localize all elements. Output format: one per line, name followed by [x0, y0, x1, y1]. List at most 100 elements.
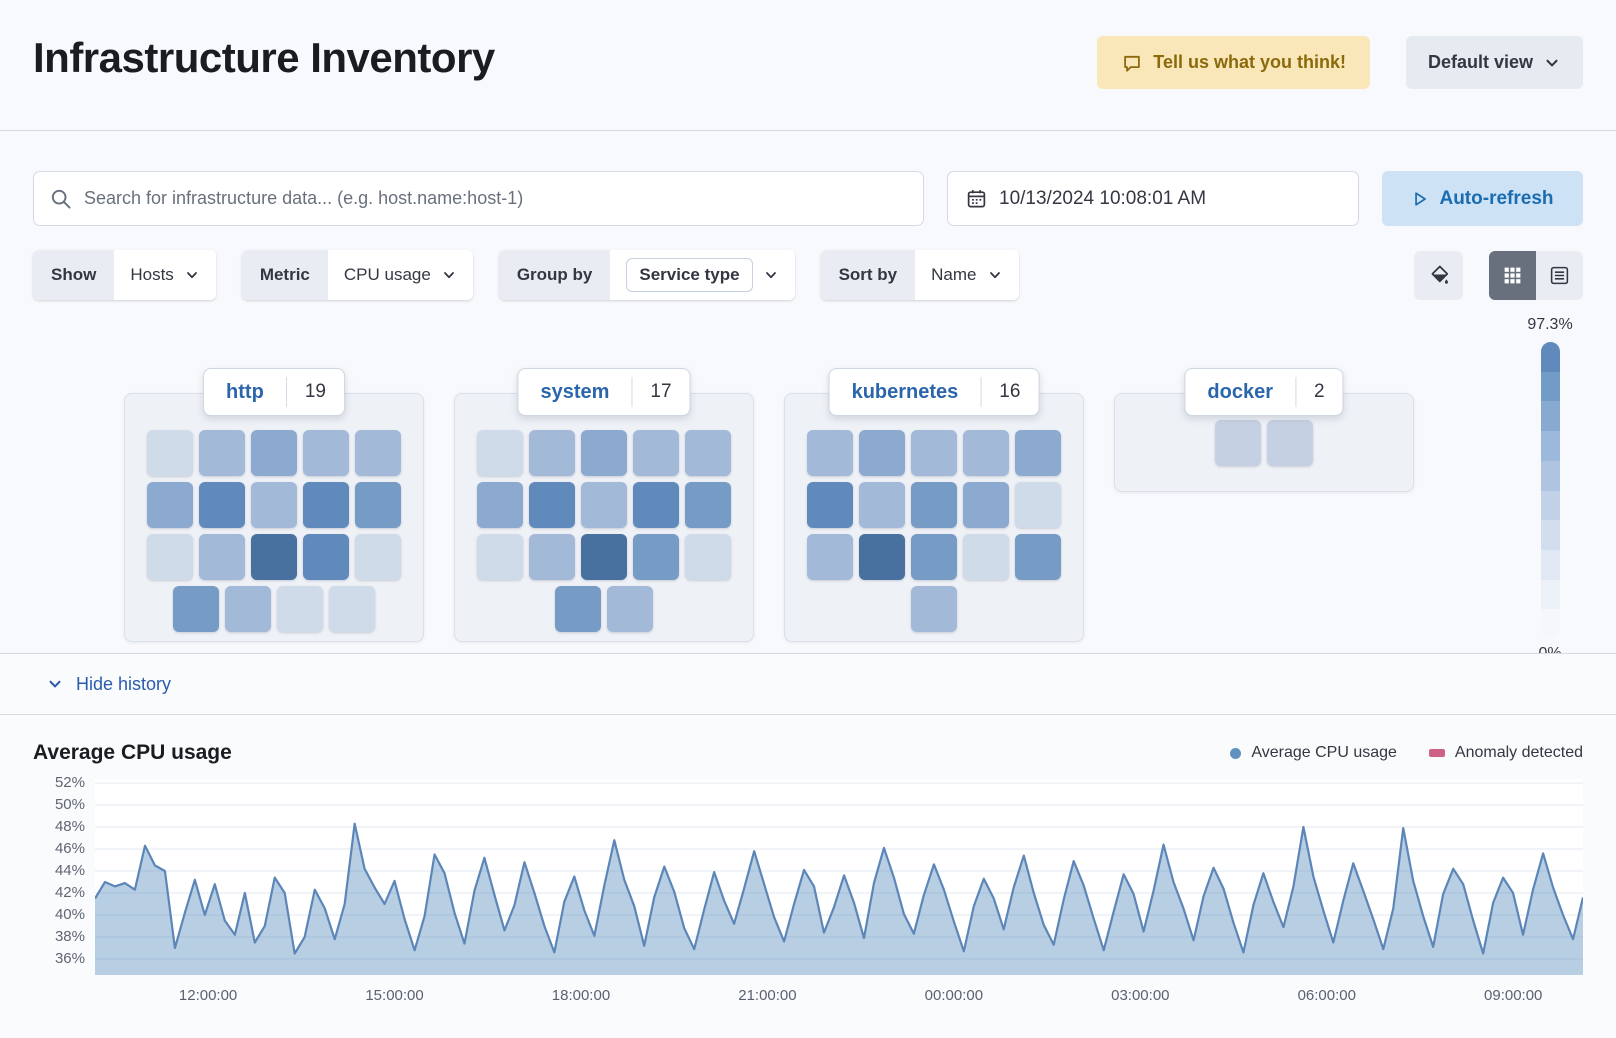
- search-box[interactable]: [33, 171, 924, 226]
- host-cell[interactable]: [199, 482, 245, 528]
- host-cell[interactable]: [807, 482, 853, 528]
- legend-fill-button[interactable]: [1414, 250, 1463, 300]
- host-cell[interactable]: [355, 482, 401, 528]
- host-cell[interactable]: [355, 430, 401, 476]
- host-cell[interactable]: [963, 534, 1009, 580]
- host-cell[interactable]: [555, 586, 601, 632]
- host-cell[interactable]: [963, 482, 1009, 528]
- metric-select[interactable]: CPU usage: [327, 250, 473, 300]
- host-cell[interactable]: [859, 534, 905, 580]
- waffle-row: [785, 430, 1083, 476]
- host-cell[interactable]: [303, 534, 349, 580]
- host-cell[interactable]: [251, 482, 297, 528]
- legend-item[interactable]: Anomaly detected: [1428, 744, 1583, 762]
- play-icon: [1411, 190, 1429, 208]
- x-tick-label: 15:00:00: [365, 987, 424, 1004]
- host-cell[interactable]: [303, 482, 349, 528]
- host-cell[interactable]: [807, 430, 853, 476]
- scale-min-label: 0%: [1520, 645, 1580, 653]
- legend-square-icon: [1428, 749, 1445, 757]
- legend-label: Anomaly detected: [1454, 744, 1583, 761]
- host-cell[interactable]: [963, 430, 1009, 476]
- group-name-link[interactable]: kubernetes: [851, 380, 959, 403]
- badge-divider: [631, 377, 633, 407]
- group-name-link[interactable]: docker: [1207, 380, 1274, 403]
- show-control: Show Hosts: [33, 250, 216, 300]
- auto-refresh-button[interactable]: Auto-refresh: [1382, 171, 1583, 226]
- host-cell[interactable]: [581, 482, 627, 528]
- host-cell[interactable]: [911, 430, 957, 476]
- host-cell[interactable]: [477, 534, 523, 580]
- show-select[interactable]: Hosts: [114, 250, 216, 300]
- host-cell[interactable]: [807, 534, 853, 580]
- group-name-link[interactable]: system: [540, 380, 610, 403]
- host-cell[interactable]: [1015, 482, 1061, 528]
- host-cell[interactable]: [251, 534, 297, 580]
- host-cell[interactable]: [225, 586, 271, 632]
- host-cell[interactable]: [685, 482, 731, 528]
- host-cell[interactable]: [355, 534, 401, 580]
- group-by-select[interactable]: Service type: [610, 250, 795, 300]
- host-cell[interactable]: [859, 430, 905, 476]
- show-label: Show: [33, 250, 115, 300]
- grid-view-button[interactable]: [1489, 250, 1536, 300]
- host-cell[interactable]: [529, 430, 575, 476]
- host-cell[interactable]: [911, 482, 957, 528]
- host-cell[interactable]: [529, 534, 575, 580]
- chart-legend: Average CPU usage Anomaly detected: [1230, 744, 1583, 762]
- hide-history-link[interactable]: Hide history: [46, 674, 171, 695]
- group-name-link[interactable]: http: [226, 380, 264, 403]
- chevron-down-icon: [1543, 54, 1561, 72]
- group-count: 2: [1314, 381, 1325, 402]
- group-by-value: Service type: [626, 258, 753, 292]
- host-cell[interactable]: [1015, 430, 1061, 476]
- legend-item[interactable]: Average CPU usage: [1230, 744, 1397, 762]
- host-cell[interactable]: [147, 534, 193, 580]
- host-cell[interactable]: [199, 430, 245, 476]
- scale-step: [1540, 401, 1560, 432]
- waffle-rows: [455, 430, 753, 632]
- host-cell[interactable]: [147, 430, 193, 476]
- sort-by-select[interactable]: Name: [915, 250, 1019, 300]
- scale-step: [1540, 609, 1560, 639]
- host-cell[interactable]: [1267, 419, 1313, 466]
- date-picker[interactable]: 10/13/2024 10:08:01 AM: [947, 171, 1359, 226]
- host-cell[interactable]: [1215, 419, 1261, 466]
- host-cell[interactable]: [633, 430, 679, 476]
- table-view-button[interactable]: [1536, 250, 1583, 300]
- host-cell[interactable]: [173, 586, 219, 632]
- host-cell[interactable]: [251, 430, 297, 476]
- header-actions: Tell us what you think! Default view: [1097, 36, 1583, 89]
- host-cell[interactable]: [477, 430, 523, 476]
- search-input[interactable]: [84, 188, 907, 209]
- host-cell[interactable]: [477, 482, 523, 528]
- host-cell[interactable]: [329, 586, 375, 632]
- host-cell[interactable]: [147, 482, 193, 528]
- feedback-button[interactable]: Tell us what you think!: [1097, 36, 1370, 89]
- host-cell[interactable]: [199, 534, 245, 580]
- host-cell[interactable]: [529, 482, 575, 528]
- chart-title: Average CPU usage: [33, 741, 232, 764]
- host-cell[interactable]: [633, 534, 679, 580]
- host-cell[interactable]: [1015, 534, 1061, 580]
- host-cell[interactable]: [911, 534, 957, 580]
- host-cell[interactable]: [859, 482, 905, 528]
- host-cell[interactable]: [581, 430, 627, 476]
- chevron-down-icon: [184, 267, 200, 283]
- host-cell[interactable]: [581, 534, 627, 580]
- badge-divider: [980, 377, 982, 407]
- host-cell[interactable]: [277, 586, 323, 632]
- host-cell[interactable]: [911, 586, 957, 632]
- host-cell[interactable]: [633, 482, 679, 528]
- view-selector-button[interactable]: Default view: [1405, 36, 1583, 89]
- host-cell[interactable]: [685, 534, 731, 580]
- waffle-row: [125, 586, 423, 632]
- scale-gradient-bar: [1540, 342, 1560, 639]
- host-cell[interactable]: [607, 586, 653, 632]
- host-cell[interactable]: [685, 430, 731, 476]
- x-tick-label: 12:00:00: [178, 987, 238, 1004]
- host-cell[interactable]: [303, 430, 349, 476]
